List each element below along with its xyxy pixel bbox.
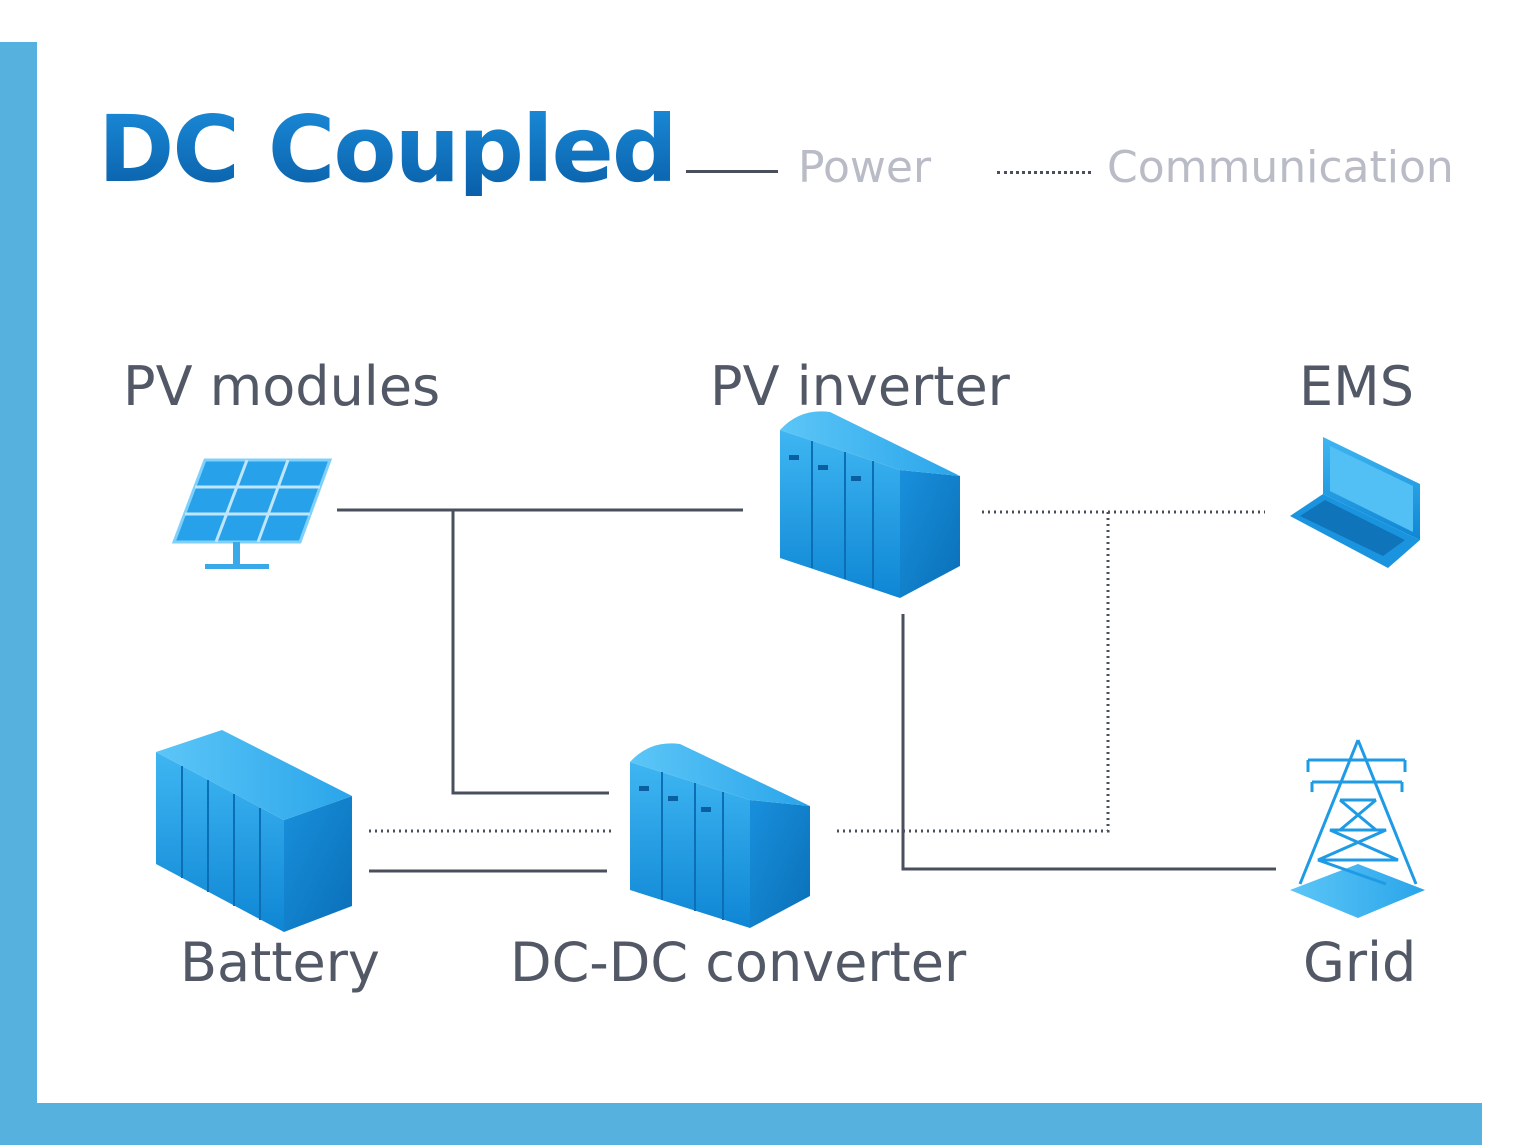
- legend-communication-label: Communication: [1107, 142, 1454, 193]
- power-line-pv-to-converter: [451, 510, 609, 795]
- communication-connections: [369, 510, 1265, 833]
- comm-line-ems-to-converter: [835, 512, 1110, 833]
- node-label-pv-inverter: PV inverter: [710, 355, 1010, 418]
- converter-cabinet-icon: [630, 743, 810, 928]
- node-label-ems: EMS: [1299, 355, 1414, 418]
- inverter-cabinet-icon: [780, 411, 960, 598]
- legend-power-line: [686, 170, 778, 173]
- battery-container-icon: [156, 730, 352, 932]
- node-label-dc-dc-converter: DC-DC converter: [510, 931, 967, 994]
- power-connections: [337, 508, 1276, 873]
- solar-panel-icon: [171, 458, 333, 569]
- legend-communication-line: [997, 171, 1091, 174]
- node-label-battery: Battery: [180, 931, 380, 994]
- transmission-tower-icon: [1290, 739, 1425, 918]
- power-line-inverter-to-grid: [901, 614, 1276, 871]
- frame-left-bar: [0, 42, 37, 1145]
- legend-power-label: Power: [798, 142, 932, 193]
- node-label-grid: Grid: [1303, 931, 1417, 994]
- node-label-pv-modules: PV modules: [123, 355, 441, 418]
- frame-bottom-bar: [0, 1103, 1482, 1145]
- laptop-icon: [1290, 437, 1420, 568]
- diagram-title: DC Coupled: [98, 96, 678, 203]
